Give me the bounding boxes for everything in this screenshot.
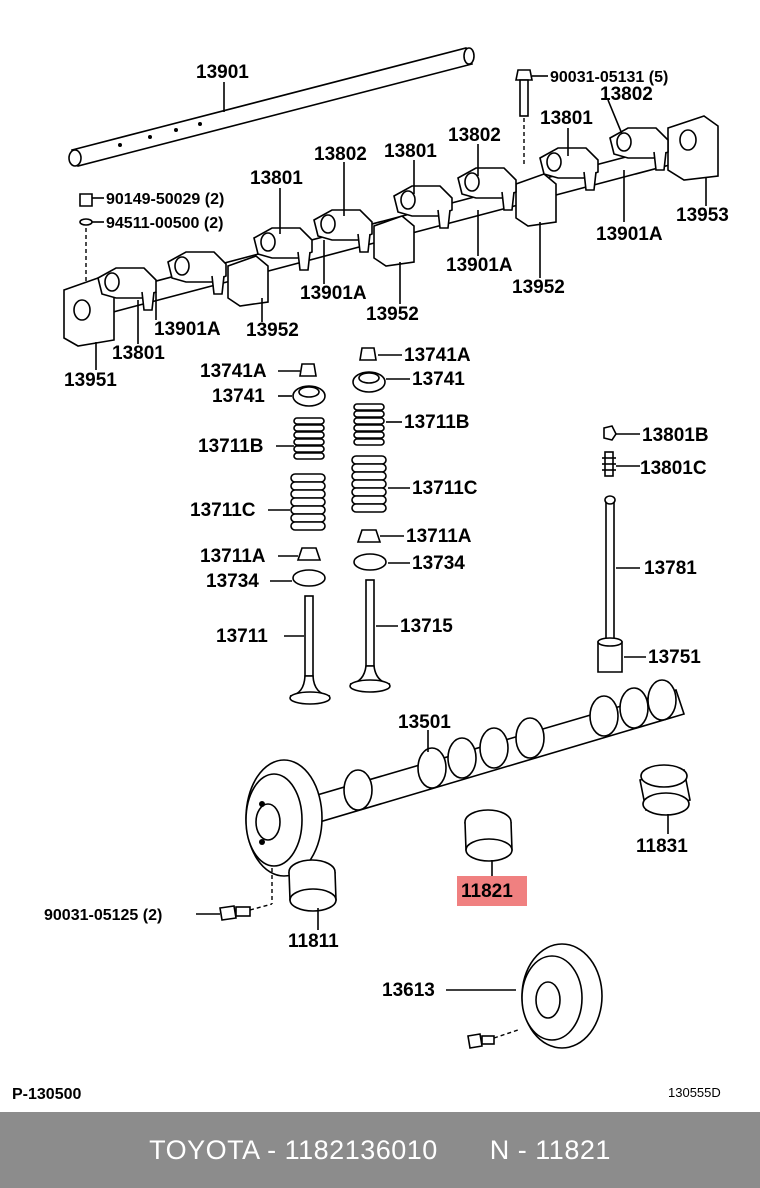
label-13741a-right: 13741A bbox=[404, 345, 471, 366]
label-13801-a: 13801 bbox=[540, 108, 593, 129]
label-13901a-b: 13901A bbox=[446, 255, 513, 276]
right-valve-leaders bbox=[376, 354, 410, 627]
label-13613: 13613 bbox=[382, 980, 435, 1001]
label-13952-b: 13952 bbox=[366, 304, 419, 325]
label-13953: 13953 bbox=[676, 205, 729, 226]
label-13715: 13715 bbox=[400, 616, 453, 637]
label-13711a-right: 13711A bbox=[406, 526, 472, 547]
label-13802-c: 13802 bbox=[314, 144, 367, 165]
label-13901a-a: 13901A bbox=[596, 224, 663, 245]
label-13801-b: 13801 bbox=[384, 141, 437, 162]
timing-gear-13613 bbox=[446, 943, 603, 1049]
rocker-shaft bbox=[68, 47, 475, 167]
label-13734-right: 13734 bbox=[412, 553, 465, 574]
label-13801-d: 13801 bbox=[112, 343, 165, 364]
label-94511-00500: 94511-00500 (2) bbox=[106, 215, 223, 232]
label-11821[interactable]: 11821 bbox=[461, 881, 513, 902]
push-rod-group bbox=[597, 425, 646, 673]
label-13501: 13501 bbox=[398, 712, 451, 733]
bearing-11831 bbox=[639, 764, 691, 834]
label-13901a-d: 13901A bbox=[154, 319, 221, 340]
label-11811: 11811 bbox=[288, 931, 339, 952]
intake-valve-stack bbox=[289, 363, 331, 705]
footer-part-number: TOYOTA - 1182136010 bbox=[149, 1134, 438, 1165]
label-13741-right: 13741 bbox=[412, 369, 465, 390]
label-13802-b: 13802 bbox=[448, 125, 501, 146]
bolt-90031-05131 bbox=[515, 69, 548, 166]
label-13711b-left: 13711B bbox=[198, 436, 264, 457]
rocker-arm-assembly bbox=[63, 115, 719, 347]
left-valve-leaders bbox=[268, 370, 304, 637]
label-90149-50029: 90149-50029 (2) bbox=[106, 191, 224, 208]
label-13781: 13781 bbox=[644, 558, 697, 579]
label-13901a-c: 13901A bbox=[300, 283, 367, 304]
label-13741a-left: 13741A bbox=[200, 361, 267, 382]
label-13711c-right: 13711C bbox=[412, 478, 478, 499]
label-13952-a: 13952 bbox=[512, 277, 565, 298]
label-90031-05125: 90031-05125 (2) bbox=[44, 907, 162, 924]
exhaust-valve-stack bbox=[349, 347, 391, 693]
parts-diagram: 13901 90031-05131 (5) bbox=[12, 47, 729, 1103]
label-13801c: 13801C bbox=[640, 458, 707, 479]
label-13951: 13951 bbox=[64, 370, 117, 391]
label-13901: 13901 bbox=[196, 62, 249, 83]
footer-reference: N - 11821 bbox=[489, 1134, 611, 1165]
assembly-leader-lines bbox=[92, 99, 707, 370]
label-13952-c: 13952 bbox=[246, 320, 299, 341]
label-13711: 13711 bbox=[216, 626, 268, 647]
bolt-90031-05125 bbox=[196, 903, 273, 921]
label-13801-c: 13801 bbox=[250, 168, 303, 189]
label-13801b: 13801B bbox=[642, 425, 709, 446]
corner-label-right: 130555D bbox=[668, 1085, 721, 1100]
label-13734-left: 13734 bbox=[206, 571, 259, 592]
label-13711b-right: 13711B bbox=[404, 412, 470, 433]
camshaft bbox=[245, 679, 686, 904]
corner-label-left: P-130500 bbox=[12, 1086, 81, 1103]
label-13711c-left: 13711C bbox=[190, 500, 256, 521]
label-13741-left: 13741 bbox=[212, 386, 265, 407]
highlight-11821 bbox=[457, 876, 527, 906]
bearing-11811 bbox=[288, 859, 337, 930]
label-13711a-left: 13711A bbox=[200, 546, 266, 567]
label-11831: 11831 bbox=[636, 836, 688, 857]
footer-bar: TOYOTA - 1182136010 N - 11821 bbox=[0, 1112, 760, 1188]
label-90031-05131: 90031-05131 (5) bbox=[550, 69, 668, 86]
label-13751: 13751 bbox=[648, 647, 701, 668]
label-13802-a: 13802 bbox=[600, 84, 653, 105]
bearing-11821 bbox=[464, 809, 513, 878]
